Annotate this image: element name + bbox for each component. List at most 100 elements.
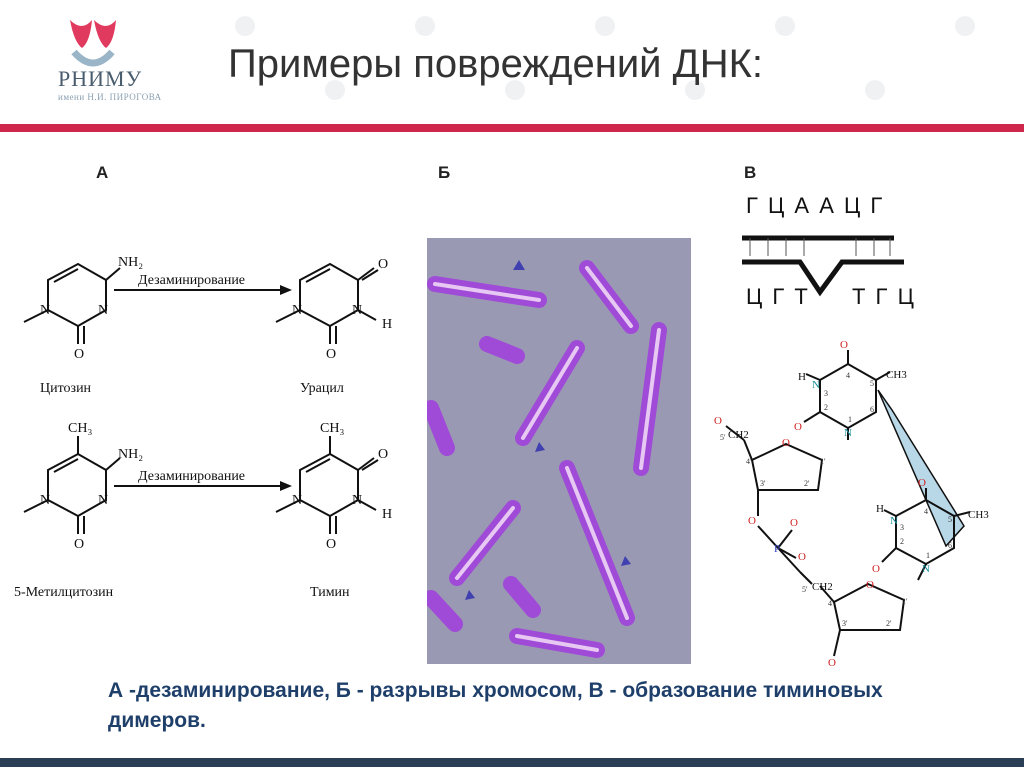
ring-4-lower: 4: [924, 507, 928, 516]
phosphorus: P: [774, 543, 780, 555]
chromosome-3: [479, 336, 525, 364]
pos-3prime-upper: 3': [760, 479, 766, 488]
methylcytosine-name: 5-Метилцитозин: [14, 585, 114, 600]
logo-name: РНИМУ: [58, 66, 143, 91]
pos-5prime-lower: 5': [802, 585, 808, 594]
ring-3-upper: 3: [824, 389, 828, 398]
thymine-ring: [299, 452, 359, 518]
watermark-pattern: [235, 16, 975, 100]
ring-4-upper: 4: [846, 371, 850, 380]
chromosome-micrograph: [427, 238, 691, 664]
ch2-lower: CH2: [812, 581, 833, 593]
o-lower-left: O: [872, 563, 880, 575]
pos-2prime-lower: 2': [886, 619, 892, 628]
dimer-strands: [742, 235, 904, 297]
o-upper-left: O: [794, 421, 802, 433]
ring-3-lower: 3: [900, 523, 904, 532]
o-sugar-upper: O: [782, 437, 790, 449]
nh2-label-1: NH₂: [118, 255, 143, 270]
n-label-6: N: [40, 493, 50, 508]
ch3-lower: CH3: [968, 509, 989, 521]
n-label-1: N: [98, 303, 108, 318]
thymine-name: Тимин: [310, 585, 350, 600]
o-3prime: O: [748, 515, 756, 527]
o-label-5: O: [378, 447, 388, 462]
n-label-7: N: [292, 493, 302, 508]
o-phosphate-1: O: [790, 517, 798, 529]
n1-upper: N: [844, 427, 852, 439]
logo-heart-right: [94, 20, 116, 48]
o-5prime-upper: O: [714, 415, 722, 427]
o-label-1: O: [74, 347, 84, 362]
o-label-2: O: [378, 257, 388, 272]
chromosome-6: [427, 400, 455, 456]
o-phosphate-2: O: [798, 551, 806, 563]
pos-3prime-lower: 3': [842, 619, 848, 628]
accent-bar: [0, 124, 1024, 132]
bottom-sequence-right: Т Г Ц: [852, 284, 916, 309]
logo-heart-left: [70, 20, 92, 48]
n-label-4: N: [352, 303, 362, 318]
lower-sugar-ring: [832, 582, 906, 631]
pos-1prime-upper: 1': [820, 457, 826, 466]
cytosine-name: Цитозин: [40, 381, 92, 396]
o-top: O: [840, 340, 848, 351]
pos-1prime-lower: 1': [902, 597, 908, 606]
arrow-label-1: Дезаминирование: [138, 273, 245, 288]
o-bottom: O: [828, 657, 836, 668]
ring-1-lower: 1: [926, 551, 930, 560]
n3-lower: N: [890, 515, 898, 527]
ring-5-lower: 5: [948, 515, 952, 524]
ring-2-lower: 2: [900, 537, 904, 546]
panel-label-v: В: [744, 163, 757, 182]
bottom-band: [0, 758, 1024, 767]
caption: А -дезаминирование, Б - разрывы хромосом…: [108, 679, 883, 732]
pos-5prime-upper: 5': [720, 433, 726, 442]
ch2-upper: CH2: [728, 429, 749, 441]
o-sugar-lower: O: [866, 579, 874, 591]
pos-4prime-upper: 4': [746, 457, 752, 466]
arrow-label-2: Дезаминирование: [138, 469, 245, 484]
panel-label-a: А: [96, 163, 109, 182]
chromosome-9: [503, 576, 541, 618]
bottom-sequence-left: Ц Г Т: [746, 284, 810, 309]
ring-1-upper: 1: [848, 415, 852, 424]
o-label-3: O: [326, 347, 336, 362]
n3-upper: N: [812, 379, 820, 391]
upper-sugar-ring: [750, 442, 824, 491]
n1-lower: N: [922, 563, 930, 575]
pos-4prime-lower: 4': [828, 599, 834, 608]
ch3-upper: CH3: [886, 369, 907, 381]
uracil-name: Урацил: [300, 381, 344, 396]
n-label-3: N: [292, 303, 302, 318]
ring-6-lower: 6: [948, 541, 952, 550]
h-label-2: H: [382, 507, 392, 522]
rnimu-logo: [70, 20, 116, 67]
uracil-ring: [299, 262, 359, 328]
deamination-diagram: NH₂ N N O O N N H O CH₃ NH₂ N N O CH₃ O …: [14, 255, 392, 600]
page-title: Примеры повреждений ДНК:: [228, 42, 764, 86]
thymine-dimer-structure: O CH3 H N O N O CH2 O O P O O O CH3 H N …: [714, 340, 989, 668]
panel-label-b: Б: [438, 163, 451, 182]
o-lower-top: O: [918, 477, 926, 489]
h-lower: H: [876, 503, 884, 515]
h-label-1: H: [382, 317, 392, 332]
pos-2prime-upper: 2': [804, 479, 810, 488]
o-label-4: O: [74, 537, 84, 552]
n-label-8: N: [352, 493, 362, 508]
logo-arc: [71, 49, 115, 67]
o-label-6: O: [326, 537, 336, 552]
n-label-2: N: [40, 303, 50, 318]
cyclobutane-bridge: [877, 389, 965, 548]
nh2-label-2: NH₂: [118, 447, 143, 462]
ch3-label-1: CH₃: [68, 421, 92, 436]
ring-6-upper: 6: [870, 405, 874, 414]
chromosome-11: [427, 590, 463, 632]
h-upper: H: [798, 371, 806, 383]
ch3-label-2: CH₃: [320, 421, 344, 436]
bottom-strand: [742, 259, 904, 297]
top-sequence: Г Ц А А Ц Г: [746, 193, 885, 218]
ring-2-upper: 2: [824, 403, 828, 412]
ring-5-upper: 5: [870, 379, 874, 388]
logo-subtitle: имени Н.И. ПИРОГОВА: [58, 92, 162, 102]
